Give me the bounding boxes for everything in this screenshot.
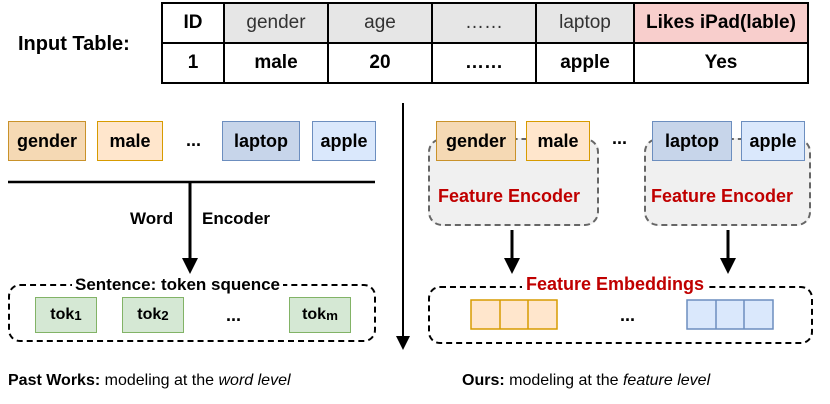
encoder-arrow-left-head xyxy=(504,258,520,274)
seq-token-1-sub: 1 xyxy=(74,307,82,323)
ours-token-apple: apple xyxy=(741,121,805,161)
cell-age: 20 xyxy=(327,42,433,84)
embedding-vector-blue xyxy=(686,299,774,330)
past-caption-mid: modeling at the xyxy=(100,372,219,389)
input-table: ID gender age …… laptop Likes iPad(lable… xyxy=(161,2,809,84)
past-token-gender: gender xyxy=(8,121,86,161)
encoder-label: Encoder xyxy=(202,209,271,228)
ours-token-ellipsis: ... xyxy=(612,128,628,148)
past-caption-bold: Past Works: xyxy=(8,372,101,389)
ours-token-male: male xyxy=(526,121,590,161)
embedding-ellipsis: ... xyxy=(620,305,636,325)
header-label: Likes iPad(lable) xyxy=(633,2,809,44)
seq-token-m-sub: m xyxy=(326,307,338,323)
header-gender: gender xyxy=(223,2,329,44)
seq-token-2-sub: 2 xyxy=(161,307,169,323)
header-age: age xyxy=(327,2,433,44)
seq-token-m-base: tok xyxy=(302,306,327,323)
cell-laptop: apple xyxy=(535,42,635,84)
past-token-ellipsis: ... xyxy=(186,130,202,150)
embedding-vector-orange xyxy=(470,299,558,330)
encoder-arrow-right-head xyxy=(720,258,736,274)
past-caption: Past Works: modeling at the word level xyxy=(8,372,291,390)
cell-gender: male xyxy=(223,42,329,84)
table-row: 1 male 20 …… apple Yes xyxy=(161,42,809,84)
divider-arrow-head xyxy=(396,336,410,350)
embeddings-label: Feature Embeddings xyxy=(522,274,709,295)
ours-token-laptop: laptop xyxy=(652,121,732,161)
cell-label: Yes xyxy=(633,42,809,84)
ours-caption: Ours: modeling at the feature level xyxy=(462,372,710,390)
header-ellipsis: …… xyxy=(431,2,537,44)
cell-id: 1 xyxy=(161,42,225,84)
seq-token-ellipsis: ... xyxy=(226,305,242,325)
sentence-label: Sentence: token squence xyxy=(72,275,284,295)
ours-caption-mid: modeling at the xyxy=(504,372,623,389)
seq-token-1-base: tok xyxy=(50,306,75,323)
ours-caption-em: feature level xyxy=(622,372,711,389)
word-encoder-arrow-head xyxy=(182,258,198,274)
ours-caption-bold: Ours: xyxy=(462,372,505,389)
header-laptop: laptop xyxy=(535,2,635,44)
feature-encoder-label-right: Feature Encoder xyxy=(651,186,794,206)
past-token-male: male xyxy=(97,121,163,161)
past-token-laptop: laptop xyxy=(222,121,300,161)
seq-token-2-base: tok xyxy=(137,306,162,323)
word-label: Word xyxy=(130,209,174,228)
header-id: ID xyxy=(161,2,225,44)
past-caption-em: word level xyxy=(218,372,291,389)
cell-ellipsis: …… xyxy=(431,42,537,84)
feature-encoder-label-left: Feature Encoder xyxy=(438,186,581,206)
input-table-label: Input Table: xyxy=(18,33,130,55)
table-header-row: ID gender age …… laptop Likes iPad(lable… xyxy=(161,2,809,44)
past-token-apple: apple xyxy=(312,121,376,161)
ours-token-gender: gender xyxy=(436,121,516,161)
